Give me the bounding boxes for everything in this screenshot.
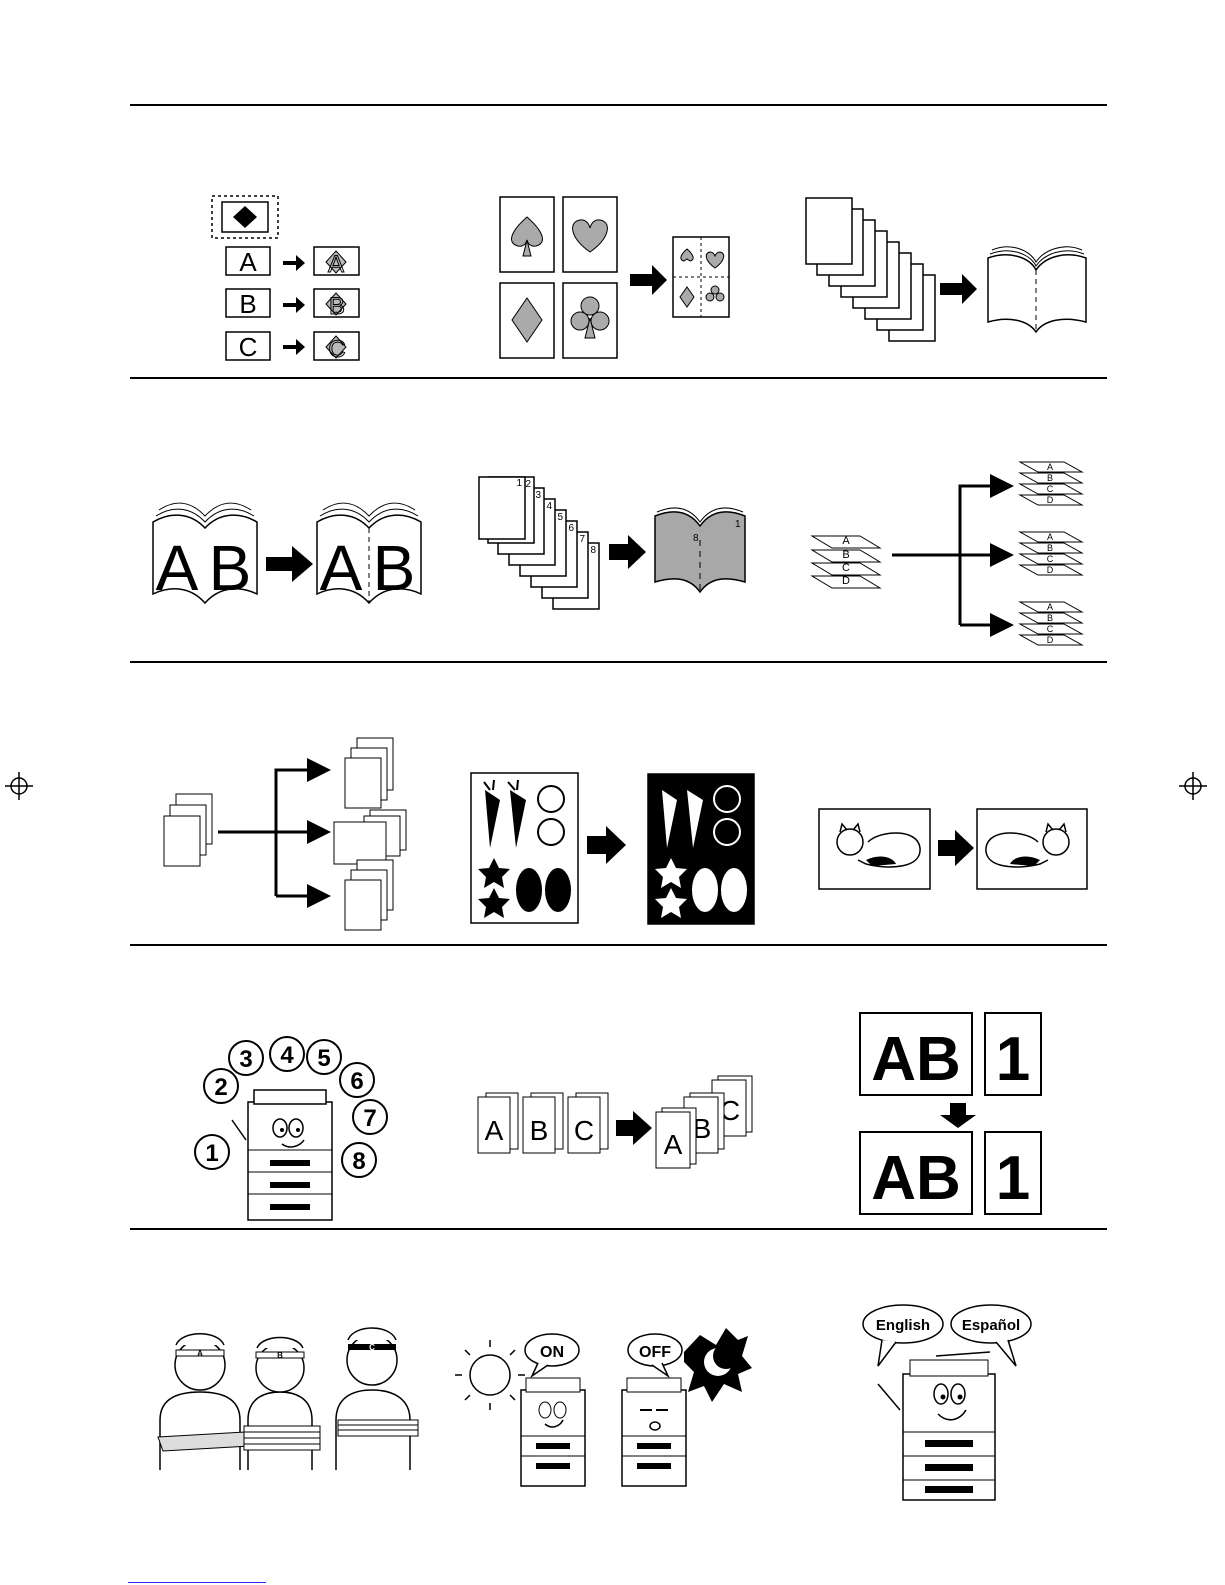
svg-text:A: A — [320, 532, 363, 604]
batch-illustration: A B C C B A — [478, 1076, 752, 1168]
worker-c: C — [336, 1328, 418, 1470]
svg-text:A: A — [664, 1129, 683, 1160]
source-stack: A B C D — [812, 535, 880, 588]
svg-text:D: D — [1047, 565, 1054, 575]
step-6: 6 — [350, 1068, 363, 1095]
step-4: 4 — [280, 1042, 294, 1069]
form-overlay-illustration: A A B B C C — [212, 196, 359, 363]
page-number-2: 2 — [525, 479, 531, 490]
svg-text:A: A — [1047, 532, 1053, 542]
svg-text:A: A — [1047, 462, 1053, 472]
step-7: 7 — [363, 1105, 376, 1132]
language-english: English — [876, 1317, 930, 1334]
book-letter-b: B — [209, 532, 252, 604]
svg-text:B: B — [1047, 613, 1053, 623]
page-number-7: 7 — [579, 534, 585, 545]
combine-illustration — [500, 197, 729, 358]
job-build-illustration: 1 2 3 4 5 6 7 8 — [195, 1037, 387, 1220]
language-espanol: Español — [962, 1317, 1020, 1334]
language-illustration: English Español — [863, 1305, 1031, 1500]
overlay-letter-b: B — [239, 289, 256, 319]
worker-b: B — [244, 1338, 320, 1471]
proof-bottom-right: 1 — [996, 1144, 1030, 1213]
svg-text:B: B — [373, 532, 416, 604]
sheet-a: A — [842, 535, 850, 547]
offset-illustration — [164, 738, 406, 930]
output-stack-1: A B C D — [1020, 462, 1082, 505]
page-number-6: 6 — [568, 523, 574, 534]
sort-groups-illustration: A B C D A B C D A B C D — [812, 462, 1082, 645]
svg-text:A: A — [1047, 602, 1053, 612]
svg-text:C: C — [1047, 484, 1054, 494]
page-numbering-illustration: 8 7 6 5 4 3 2 1 8 1 — [479, 477, 745, 609]
headband-letter-c: C — [369, 1343, 375, 1352]
step-8: 8 — [352, 1148, 365, 1175]
page-number-4: 4 — [546, 501, 552, 512]
booklet-page-8: 8 — [693, 533, 699, 544]
step-1: 1 — [205, 1140, 218, 1167]
svg-text:B: B — [1047, 473, 1053, 483]
worker-a: A — [158, 1334, 250, 1470]
svg-text:C: C — [1047, 554, 1054, 564]
sheet-c: C — [842, 562, 850, 574]
headband-letter-a: A — [197, 1349, 203, 1358]
batch-letter-b: B — [530, 1115, 549, 1146]
overlay-letter-c: C — [239, 332, 258, 362]
step-2: 2 — [214, 1074, 227, 1101]
step-3: 3 — [239, 1046, 252, 1073]
page-number-3: 3 — [535, 490, 541, 501]
svg-text:C: C — [328, 336, 345, 363]
overlay-letter-a: A — [239, 247, 257, 277]
timer-illustration: ON OFF — [455, 1328, 752, 1486]
moon-icon — [684, 1328, 752, 1402]
proof-illustration: AB 1 AB 1 — [860, 1013, 1041, 1214]
invert-illustration — [471, 773, 754, 924]
svg-text:D: D — [1047, 635, 1054, 645]
svg-text:A: A — [328, 251, 344, 278]
page-number-5: 5 — [557, 512, 563, 523]
batch-letter-c: C — [574, 1115, 594, 1146]
mirror-illustration — [819, 809, 1087, 889]
book-copy-illustration: A B A B — [153, 503, 421, 604]
book-letter-a: A — [156, 532, 199, 604]
booklet-page-1: 1 — [735, 519, 741, 530]
output-stack-3: A B C D — [1020, 602, 1082, 645]
page-number-8: 8 — [590, 545, 596, 556]
management-illustration: A B C — [158, 1328, 418, 1470]
off-label: OFF — [639, 1344, 671, 1361]
headband-letter-b: B — [277, 1351, 283, 1360]
batch-letter-a: A — [485, 1115, 504, 1146]
proof-top-left: AB — [871, 1025, 961, 1094]
booklet-illustration — [806, 198, 1086, 341]
page-number-1: 1 — [516, 478, 522, 489]
step-5: 5 — [317, 1045, 330, 1072]
sheet-b: B — [842, 549, 849, 561]
svg-text:D: D — [1047, 495, 1054, 505]
on-label: ON — [540, 1344, 564, 1361]
sun-icon — [455, 1340, 525, 1410]
output-stack-2: A B C D — [1020, 532, 1082, 575]
proof-top-right: 1 — [996, 1025, 1030, 1094]
svg-text:B: B — [329, 293, 345, 320]
svg-text:B: B — [1047, 543, 1053, 553]
proof-bottom-left: AB — [871, 1144, 961, 1213]
svg-text:C: C — [1047, 624, 1054, 634]
sheet-d: D — [842, 575, 850, 587]
